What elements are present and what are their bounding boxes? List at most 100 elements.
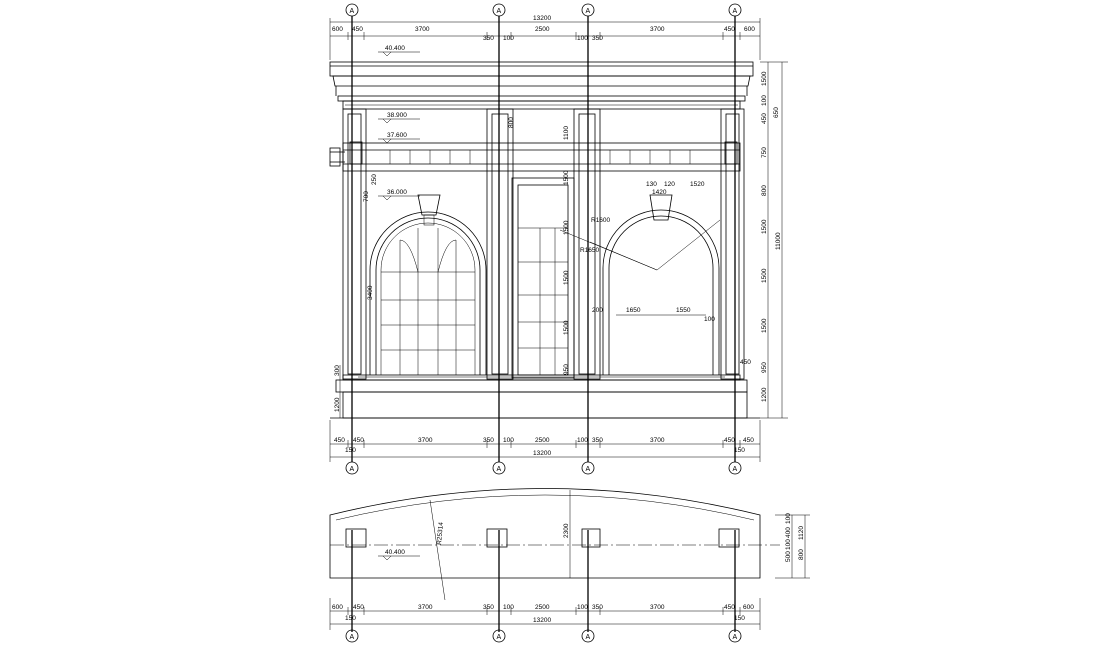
dim-label: 150 bbox=[734, 615, 745, 622]
front-elevation: A A A A 13200 600 45 bbox=[329, 3, 788, 475]
dim-label: 2500 bbox=[535, 437, 550, 444]
dim-label: 100 bbox=[503, 604, 514, 611]
level-markers: 40.400 38.900 37.600 36.000 bbox=[378, 45, 420, 201]
left-lamp bbox=[349, 141, 363, 165]
dim-label: 450 bbox=[761, 113, 768, 124]
dim-label: 350 bbox=[592, 437, 603, 444]
dim-label: 1550 bbox=[676, 307, 691, 314]
dim-label: 1200 bbox=[334, 397, 341, 412]
dim-label: 100 bbox=[503, 35, 514, 42]
dim-label: 350 bbox=[592, 35, 603, 42]
dim-label: 600 bbox=[743, 604, 754, 611]
dim-label: 1100 bbox=[563, 126, 570, 140]
dim-label: 1650 bbox=[626, 307, 641, 314]
top-dimension-chain: 13200 600 450 3700 350 100 2500 100 350 … bbox=[329, 15, 761, 60]
plan-bottom-dims: 600 450 3700 350 100 2500 100 350 3700 4… bbox=[329, 598, 761, 630]
dim-label: 100 bbox=[704, 316, 715, 323]
right-lamp bbox=[724, 141, 738, 165]
dim-label: 3700 bbox=[650, 604, 665, 611]
dim-label: 1200 bbox=[761, 387, 768, 402]
dim-label: R1600 bbox=[591, 217, 611, 224]
dim-label: 150 bbox=[345, 615, 356, 622]
dim-label: 350 bbox=[483, 35, 494, 42]
dim-label: 600 bbox=[744, 26, 755, 33]
dim-label: 350 bbox=[483, 437, 494, 444]
balustrade-band bbox=[329, 141, 741, 172]
dim-label: 650 bbox=[773, 107, 780, 118]
pilasters bbox=[342, 108, 745, 380]
dim-label: 100 bbox=[761, 95, 768, 106]
dim-label: 800 bbox=[798, 549, 805, 560]
dim-label: 100 bbox=[577, 35, 588, 42]
dim-label: 100 bbox=[577, 437, 588, 444]
grid-bubble: A bbox=[733, 8, 738, 15]
bottom-dimension-chain: 450 450 3700 350 100 2500 100 350 3700 4… bbox=[329, 420, 761, 462]
dim-label: 350 bbox=[592, 604, 603, 611]
grid-bubble: A bbox=[350, 466, 355, 473]
left-dimension-chain: 300 1200 250 700 3400 bbox=[334, 174, 378, 418]
grid-bubble: A bbox=[733, 466, 738, 473]
dim-label: 2500 bbox=[535, 26, 550, 33]
dim-label: 800 bbox=[508, 117, 515, 128]
dim-label: 450 bbox=[724, 437, 735, 444]
dim-overall: 13200 bbox=[533, 617, 551, 624]
grid-bubble: A bbox=[586, 634, 591, 641]
plan-level: 40.400 bbox=[385, 549, 405, 556]
dim-label: 450 bbox=[724, 604, 735, 611]
dim-label: 200 bbox=[592, 307, 603, 314]
grid-bubble: A bbox=[586, 466, 591, 473]
dim-label: 100 bbox=[785, 513, 792, 524]
left-arch-window bbox=[369, 194, 487, 375]
dim-label: 950 bbox=[563, 364, 570, 375]
dim-overall: 13200 bbox=[533, 450, 551, 457]
grid-bubble: A bbox=[350, 634, 355, 641]
dim-label: 450 bbox=[724, 26, 735, 33]
grid-bubble: A bbox=[497, 8, 502, 15]
roof-plan: R25314 2300 40.400 100 400 100 500 800 1… bbox=[329, 488, 810, 643]
keystone bbox=[649, 194, 673, 221]
dim-label: 1120 bbox=[798, 526, 805, 540]
base-plinth bbox=[330, 374, 760, 419]
dim-label: 130 bbox=[646, 181, 657, 188]
dim-label: 1500 bbox=[761, 219, 768, 234]
plan-right-dims: 100 400 100 500 800 1120 bbox=[775, 513, 810, 579]
dim-label: 1420 bbox=[652, 189, 667, 196]
dim-label: 450 bbox=[334, 437, 345, 444]
cornice bbox=[329, 61, 754, 110]
dim-label: 750 bbox=[761, 147, 768, 158]
dim-label: 100 bbox=[503, 437, 514, 444]
dim-label: 800 bbox=[761, 185, 768, 196]
depth-label: 2300 bbox=[563, 523, 570, 538]
dim-label: 1500 bbox=[761, 318, 768, 333]
dim-label: 950 bbox=[761, 362, 768, 373]
level-mid1: 38.900 bbox=[387, 112, 407, 119]
dim-overall: 13200 bbox=[533, 15, 551, 22]
dim-label: 3700 bbox=[418, 604, 433, 611]
level-top: 40.400 bbox=[385, 45, 405, 52]
grid-bubble: A bbox=[497, 634, 502, 641]
grid-axis-lines bbox=[351, 16, 736, 462]
level-mid2: 37.600 bbox=[387, 132, 407, 139]
keystone bbox=[417, 194, 441, 216]
dim-label: 100 bbox=[785, 539, 792, 550]
column-squares bbox=[345, 528, 740, 548]
dim-label: 3700 bbox=[650, 437, 665, 444]
dim-label: 3400 bbox=[367, 285, 374, 300]
dim-label: 450 bbox=[743, 437, 754, 444]
radius-label: R25314 bbox=[436, 521, 445, 545]
dim-label: 250 bbox=[371, 174, 378, 185]
dim-label: 1500 bbox=[761, 268, 768, 283]
dim-label: 100 bbox=[577, 604, 588, 611]
dim-label: 450 bbox=[352, 26, 363, 33]
dim-label: R1650 bbox=[580, 247, 600, 254]
dim-label: 600 bbox=[332, 26, 343, 33]
dim-label: 1500 bbox=[761, 71, 768, 86]
dim-label: 1500 bbox=[563, 220, 570, 235]
dim-label: 3700 bbox=[418, 437, 433, 444]
dim-label: 2500 bbox=[535, 604, 550, 611]
center-panel bbox=[518, 227, 568, 375]
grid-axes-bottom: A A A A bbox=[345, 461, 742, 475]
dim-label: 300 bbox=[334, 365, 341, 376]
dim-label: 150 bbox=[734, 447, 745, 454]
